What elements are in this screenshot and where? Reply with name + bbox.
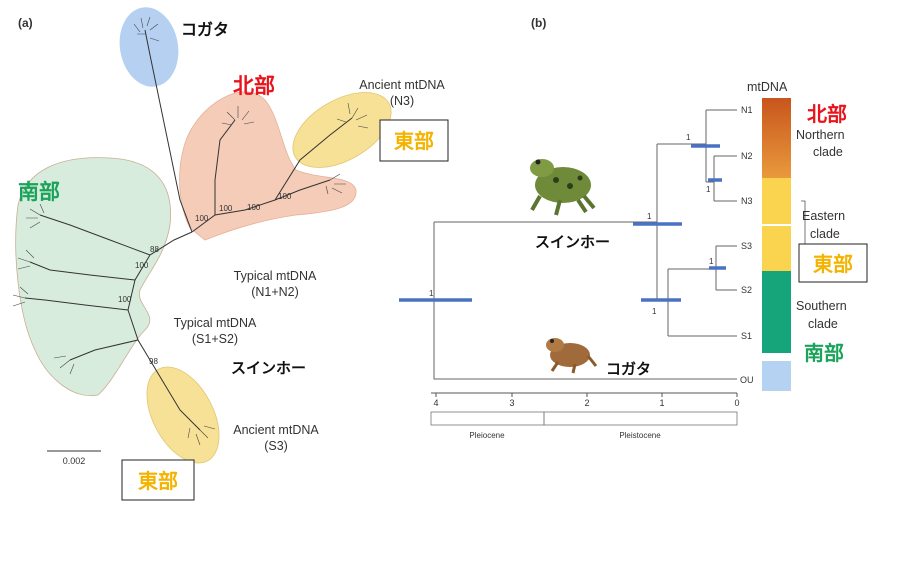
bootstrap-label: 100 bbox=[195, 214, 209, 223]
pleiocene-box bbox=[430, 411, 545, 426]
axis-tick-label: 1 bbox=[659, 398, 664, 408]
suinho-label: スインホー bbox=[231, 359, 306, 377]
green-frog-image bbox=[530, 159, 596, 216]
hokubu-label: 北部 bbox=[807, 102, 847, 126]
tip-label: OU bbox=[740, 375, 754, 385]
panel-b-label: (b) bbox=[531, 16, 546, 30]
northern-label: Northern bbox=[796, 128, 845, 142]
axis-tick-label: 0 bbox=[734, 398, 739, 408]
eastern-label: clade bbox=[810, 227, 840, 241]
kogata-clade-blob bbox=[119, 7, 179, 87]
tip-label: N1 bbox=[741, 105, 753, 115]
node-support-label: 1 bbox=[647, 212, 652, 221]
toubu-box-n3 bbox=[379, 119, 449, 162]
bootstrap-label: 100 bbox=[219, 204, 233, 213]
tip-label: S1 bbox=[741, 331, 752, 341]
east-color-bar-n3 bbox=[762, 178, 791, 224]
panel-a-label: (a) bbox=[18, 16, 33, 30]
time-axis bbox=[431, 392, 738, 397]
eastern-bracket bbox=[801, 200, 806, 246]
northern-label: clade bbox=[813, 145, 843, 159]
southern-label: clade bbox=[808, 317, 838, 331]
toubu-label: 東部 bbox=[138, 469, 178, 493]
tip-label: S2 bbox=[741, 285, 752, 295]
axis-tick-label: 3 bbox=[509, 398, 514, 408]
ancient-n3-label: Ancient mtDNA bbox=[359, 78, 445, 92]
pleiocene-label: Pleiocene bbox=[469, 431, 505, 440]
kogata-label: コガタ bbox=[606, 360, 651, 378]
ancient-s3-label: Ancient mtDNA bbox=[233, 423, 319, 437]
node-support-label: 1 bbox=[709, 257, 714, 266]
nanbu-label: 南部 bbox=[804, 341, 844, 365]
node-support-label: 1 bbox=[706, 185, 711, 194]
bootstrap-label: 100 bbox=[118, 295, 132, 304]
toubu-label: 東部 bbox=[394, 129, 434, 153]
ou-color-bar bbox=[762, 361, 791, 391]
south-color-bar bbox=[762, 271, 791, 353]
bootstrap-label: 100 bbox=[247, 203, 261, 212]
axis-tick-label: 4 bbox=[433, 398, 438, 408]
ancient-s3-label: (S3) bbox=[264, 439, 288, 453]
tip-label: N3 bbox=[741, 196, 753, 206]
southern-label: Southern bbox=[796, 299, 847, 313]
bootstrap-label: 98 bbox=[149, 357, 158, 366]
hokubu-label: 北部 bbox=[233, 74, 275, 98]
pleistocene-label: Pleistocene bbox=[619, 431, 661, 440]
suinho-label: スインホー bbox=[535, 233, 610, 251]
toubu-box-s3 bbox=[121, 459, 195, 501]
node-support-label: 1 bbox=[686, 133, 691, 142]
typical-s-label: (S1+S2) bbox=[192, 332, 238, 346]
panel-a: (a) bbox=[12, 7, 449, 501]
s3-clade-blob bbox=[146, 366, 220, 464]
tip-label: S3 bbox=[741, 241, 752, 251]
panel-b: (b) bbox=[399, 16, 868, 440]
brown-frog-image bbox=[546, 338, 598, 374]
mtdna-title: mtDNA bbox=[747, 80, 788, 94]
bootstrap-label: 100 bbox=[135, 261, 149, 270]
tree-leaf-bundles bbox=[12, 16, 369, 446]
east-color-bar-s3 bbox=[762, 226, 791, 271]
typical-n-label: (N1+N2) bbox=[251, 285, 299, 299]
tip-label: N2 bbox=[741, 151, 753, 161]
typical-s-label: Typical mtDNA bbox=[174, 316, 257, 330]
bootstrap-label: 100 bbox=[278, 192, 292, 201]
toubu-label: 東部 bbox=[813, 252, 853, 276]
north-clade-blob bbox=[179, 91, 357, 241]
north-color-bar bbox=[762, 98, 791, 178]
ancient-n3-label: (N3) bbox=[390, 94, 414, 108]
node-support-label: 1 bbox=[429, 289, 434, 298]
bootstrap-label: 88 bbox=[150, 245, 159, 254]
south-clade-blob bbox=[15, 157, 172, 397]
nanbu-label: 南部 bbox=[18, 180, 60, 204]
axis-tick-label: 2 bbox=[584, 398, 589, 408]
unrooted-tree bbox=[24, 29, 353, 431]
typical-n-label: Typical mtDNA bbox=[234, 269, 317, 283]
pleistocene-box bbox=[543, 411, 738, 426]
eastern-label: Eastern bbox=[802, 209, 845, 223]
kogata-label: コガタ bbox=[181, 20, 229, 39]
node-support-label: 1 bbox=[652, 307, 657, 316]
scale-bar-label: 0.002 bbox=[63, 456, 86, 466]
node-age-bars bbox=[399, 144, 726, 302]
n3-clade-blob bbox=[292, 92, 392, 168]
toubu-box bbox=[798, 243, 868, 283]
